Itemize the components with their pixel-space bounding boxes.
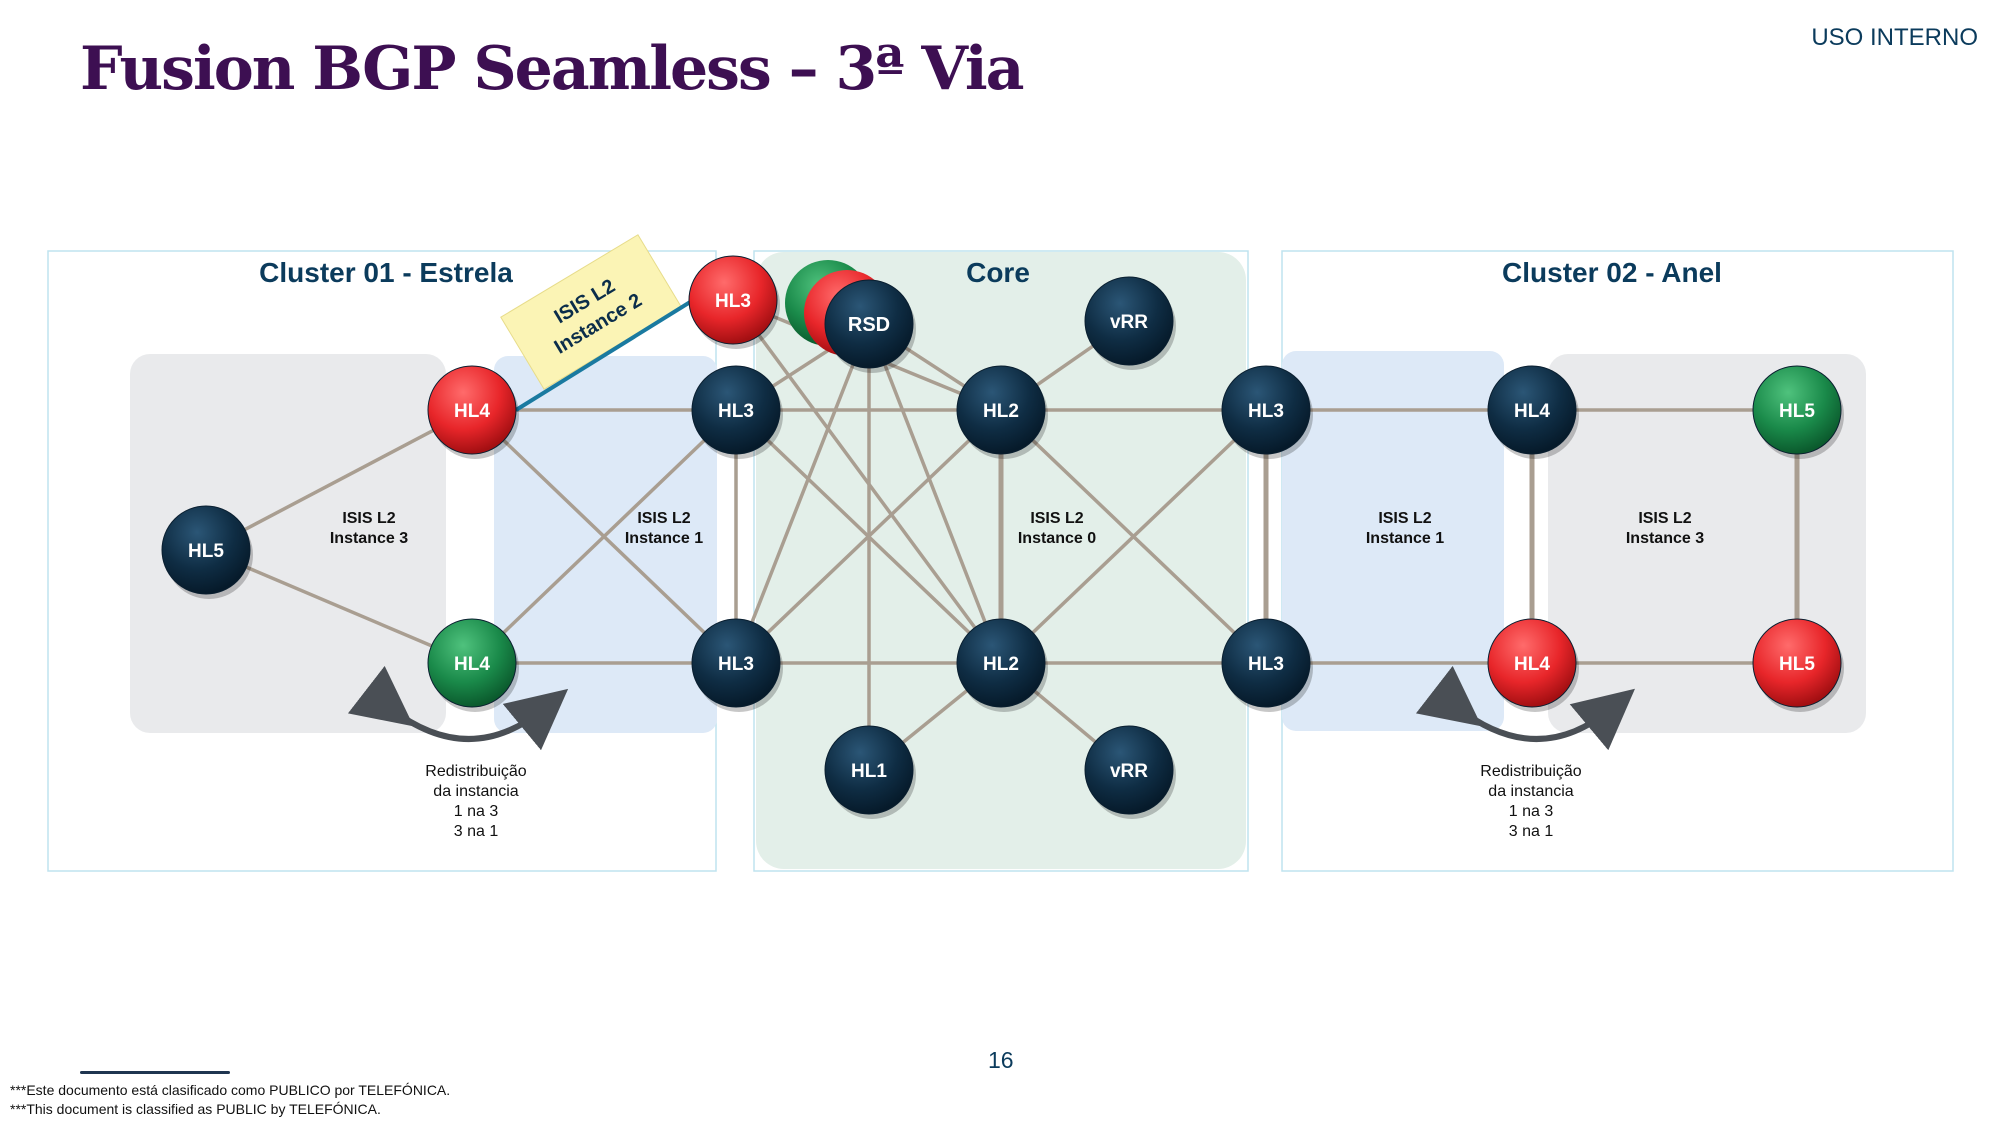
node-label: HL3 [715,291,751,312]
link-core_hl2_bot-c2_hl3_top [999,408,1268,665]
svg-text:Redistribuição: Redistribuição [1480,763,1581,780]
core-instance0-label: ISIS L2 Instance 0 [1018,510,1096,547]
node-c2_hl5_top: HL5 [1752,365,1844,459]
node-label: RSD [848,314,890,336]
c2-instance3-label: ISIS L2 Instance 3 [1626,510,1704,547]
node-label: HL3 [1248,654,1284,675]
link-hl3_top_red-core_hl2_bot [731,298,1003,665]
svg-text:1 na 3: 1 na 3 [454,803,499,820]
node-rsd: RSD [824,279,916,373]
svg-text:ISIS L2: ISIS L2 [1378,510,1431,527]
c2-instance1-area [1282,351,1504,731]
node-vrr_bot: vRR [1084,725,1176,819]
svg-text:Instance 1: Instance 1 [1366,530,1444,547]
core-title: Core [966,257,1030,288]
redistribution-arrow-right [1415,665,1636,751]
node-c1_hl3_bot: HL3 [691,618,783,712]
instance2-tag: ISIS L2 Instance 2 [500,234,682,390]
node-label: HL1 [851,761,887,782]
node-label: HL4 [1514,654,1550,675]
node-c2_hl3_top: HL3 [1221,365,1313,459]
node-label: HL4 [454,401,490,422]
node-label: vRR [1110,761,1148,782]
node-core_hl2_bot: HL2 [956,618,1048,712]
link-rsd-c1_hl3_bot [734,323,871,664]
node-label: HL3 [718,401,754,422]
redistribution-arrow-left [347,665,569,751]
c1-instance1-area [494,356,717,733]
link-c1_hl5-c1_hl4_top [205,408,473,552]
page-title: Fusion BGP Seamless – 3ª Via [80,34,1025,104]
classification-label: USO INTERNO [1811,24,1978,51]
svg-text:da instancia: da instancia [1488,783,1573,800]
node-label: HL4 [1514,401,1550,422]
svg-text:ISIS L2: ISIS L2 [1030,510,1083,527]
node-label: HL5 [1779,401,1815,422]
node-core_hl2_top: HL2 [956,365,1048,459]
svg-text:3 na 1: 3 na 1 [1509,823,1554,840]
c1-instance3-label: ISIS L2 Instance 3 [330,510,408,547]
node-hl1: HL1 [824,725,916,819]
redistribution-text-right: Redistribuição da instancia 1 na 3 3 na … [1480,763,1581,840]
node-c2_hl5_bot: HL5 [1752,618,1844,712]
node-label: vRR [1110,312,1148,333]
svg-text:ISIS L2: ISIS L2 [1638,510,1691,527]
c2-instance1-label: ISIS L2 Instance 1 [1366,510,1444,547]
link-rsd-core_hl2_bot [867,323,1003,664]
svg-text:Instance 3: Instance 3 [1626,530,1704,547]
node-c1_hl5: HL5 [161,505,253,599]
cluster02-title: Cluster 02 - Anel [1502,257,1722,288]
link-c1_hl5-c1_hl4_bot [205,548,473,665]
node-label: HL3 [1248,401,1284,422]
footer-classification-es: ***Este documento está clasificado como … [10,1082,451,1098]
instance2-link [514,297,697,412]
cluster01-title: Cluster 01 - Estrela [259,257,513,288]
node-c2_hl3_bot: HL3 [1221,618,1313,712]
c1-instance3-area [130,354,446,733]
svg-text:ISIS L2: ISIS L2 [342,510,395,527]
node-hl3_top_red: HL3 [688,255,780,349]
node-label: HL3 [718,654,754,675]
redistribution-text-left: Redistribuição da instancia 1 na 3 3 na … [425,763,526,840]
svg-text:3 na 1: 3 na 1 [454,823,499,840]
node-label: HL4 [454,654,490,675]
footer-classification-en: ***This document is classified as PUBLIC… [10,1101,381,1117]
svg-text:da instancia: da instancia [433,783,518,800]
page-number: 16 [988,1047,1014,1073]
node-c2_hl4_top: HL4 [1487,365,1579,459]
svg-text:Redistribuição: Redistribuição [425,763,526,780]
c1-instance1-label: ISIS L2 Instance 1 [625,510,703,547]
footer-divider [80,1071,230,1074]
core-frame [753,250,1249,872]
node-c1_hl3_mid: HL3 [691,365,783,459]
svg-text:Instance 3: Instance 3 [330,530,408,547]
link-c1_hl4_bot-c1_hl3_mid [470,408,738,665]
node-vrr_top: vRR [1084,276,1176,370]
node-c1_hl4_top: HL4 [427,365,519,459]
node-label: HL5 [1779,654,1815,675]
svg-text:Instance 0: Instance 0 [1018,530,1096,547]
node-label: HL2 [983,401,1019,422]
node-label: HL5 [188,541,224,562]
node-label: HL2 [983,654,1019,675]
svg-text:1 na 3: 1 na 3 [1509,803,1554,820]
svg-text:ISIS L2: ISIS L2 [637,510,690,527]
svg-text:Instance 1: Instance 1 [625,530,703,547]
